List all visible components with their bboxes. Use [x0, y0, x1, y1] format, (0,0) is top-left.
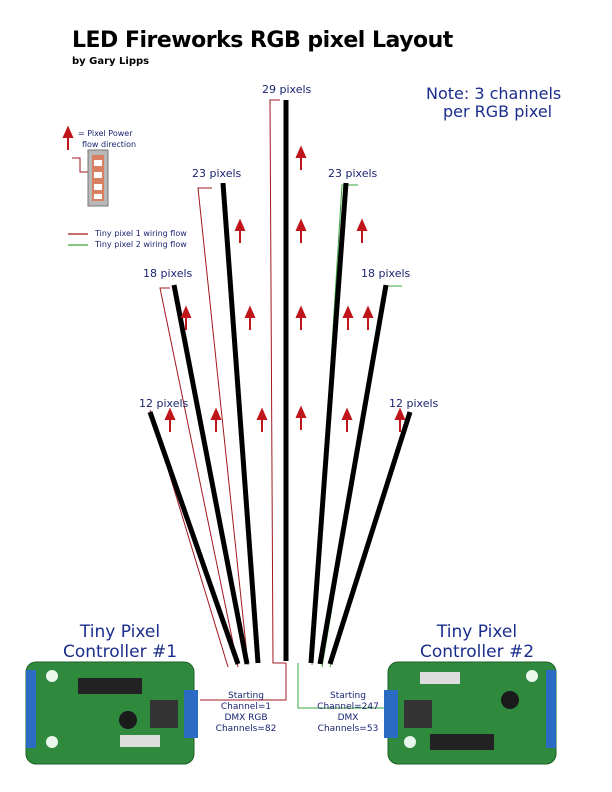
legend-power-label-1: = Pixel Power: [78, 129, 133, 138]
legend-power-label-2: flow direction: [82, 140, 137, 149]
controller-1-board: [25, 661, 198, 765]
controller-1-title-line-2: Controller #1: [62, 642, 178, 662]
tp2-wire-feed: [297, 663, 390, 709]
arrow-icon: [210, 407, 222, 432]
legend-tp2-label: Tiny pixel 2 wiring flow: [95, 240, 187, 249]
strip-left12: [147, 411, 241, 665]
controller-2-info: Starting Channel=247 DMX Channels=53: [316, 691, 380, 735]
tp1-wiring: [149, 99, 287, 701]
tp1-wire-left23: [197, 187, 249, 666]
arrow-icon: [234, 218, 246, 243]
label-left23-pixels: 23 pixels: [192, 167, 242, 180]
strip-right23: [308, 182, 349, 664]
arrow-icon: [180, 305, 192, 330]
controller-1-info-line: Starting: [228, 691, 264, 701]
tp1-wire-center: [269, 99, 286, 664]
note-line-1: Note: 3 channels: [426, 84, 562, 103]
controller-1-info-line: Channels=82: [215, 724, 277, 734]
label-center-pixels: 29 pixels: [262, 83, 312, 96]
author-credit: by Gary Lipps: [72, 56, 150, 67]
arrow-icon: [295, 145, 307, 170]
controller-1-info: Starting Channel=1 DMX RGB Channels=82: [214, 691, 278, 735]
label-left18-pixels: 18 pixels: [143, 267, 193, 280]
strip-right12: [327, 411, 413, 665]
strip-left18: [171, 284, 250, 665]
legend-tp1-label: Tiny pixel 1 wiring flow: [95, 229, 187, 238]
strip-right18: [317, 284, 389, 665]
controller-2-title-line-1: Tiny Pixel: [436, 622, 518, 642]
label-right18-pixels: 18 pixels: [361, 267, 411, 280]
controller-2-info-line: Channel=247: [317, 702, 379, 712]
arrow-icon: [295, 305, 307, 330]
controller-1-title: Tiny Pixel Controller #1: [50, 622, 190, 662]
controller-1-info-line: DMX RGB: [224, 713, 268, 723]
controller-1-title-line-1: Tiny Pixel: [79, 622, 161, 642]
controller-2-board: [384, 661, 557, 765]
arrow-icon: [356, 218, 368, 243]
pixel-strip-sample-icon: [87, 149, 109, 207]
controller-2-info-line: DMX: [337, 713, 359, 723]
arrow-icon: [164, 407, 176, 432]
arrow-icon: [394, 407, 406, 432]
label-right23-pixels: 23 pixels: [328, 167, 378, 180]
tp1-wire-left18: [159, 287, 239, 668]
led-strips: [147, 100, 413, 665]
controller-2-title-line-2: Controller #2: [419, 642, 535, 662]
arrow-icon: [341, 407, 353, 432]
arrow-icon: [295, 405, 307, 430]
legend: [62, 125, 109, 246]
controller-1-info-line: Channel=1: [220, 702, 272, 712]
controller-2-title: Tiny Pixel Controller #2: [402, 622, 552, 662]
arrow-icon: [362, 305, 374, 330]
arrow-icon: [295, 218, 307, 243]
controller-2-info-line: Channels=53: [317, 724, 379, 734]
strip-left23: [220, 182, 261, 664]
note-line-2: per RGB pixel: [443, 102, 553, 121]
label-left12-pixels: 12 pixels: [139, 397, 189, 410]
controller-2-info-line: Starting: [330, 691, 366, 701]
label-right12-pixels: 12 pixels: [389, 397, 439, 410]
power-arrows: [164, 145, 406, 432]
arrow-icon: [342, 305, 354, 330]
tp1-wire-feed: [200, 663, 287, 701]
page-title: LED Fireworks RGB pixel Layout: [72, 28, 453, 53]
arrow-icon: [256, 407, 268, 432]
legend-arrow-icon: [62, 125, 74, 150]
arrow-icon: [244, 305, 256, 330]
